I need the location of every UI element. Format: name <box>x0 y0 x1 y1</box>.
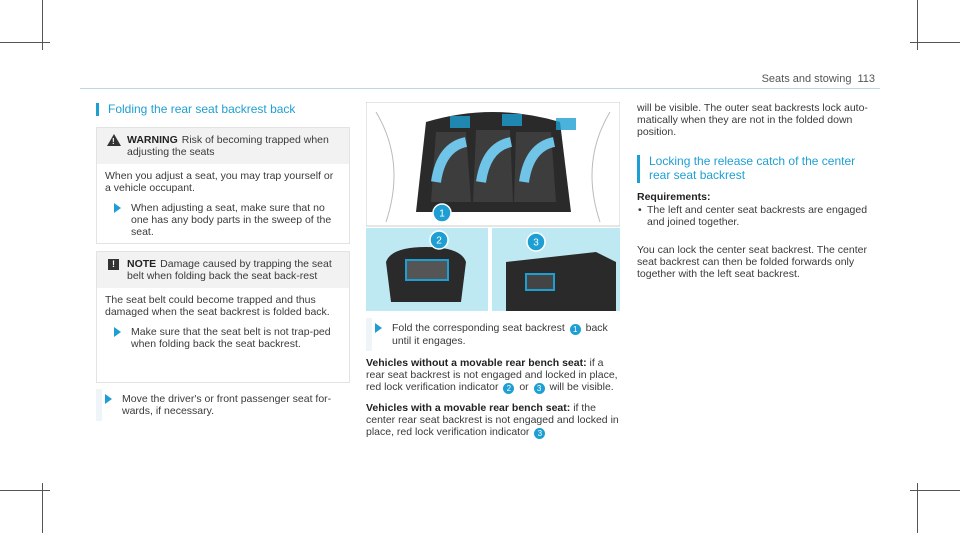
step-text: Fold the corresponding seat backrest <box>392 322 565 334</box>
crop-mark <box>910 42 960 43</box>
instruction-step: Move the driver's or front passenger sea… <box>96 389 346 421</box>
warning-description: When you adjust a seat, you may trap you… <box>105 170 334 194</box>
note-text: Damage caused by trapping the seat belt … <box>127 258 332 282</box>
callout-1 <box>432 203 452 223</box>
paragraph-without-movable: Vehicles without a movable rear bench se… <box>366 357 622 394</box>
callout-1-label: 1 <box>439 209 445 220</box>
page-number: 113 <box>857 73 875 85</box>
requirement-text: The left and center seat backrests are e… <box>647 204 868 228</box>
paragraph-with-movable: Vehicles with a movable rear bench seat:… <box>366 402 622 439</box>
note-description: The seat belt could become trapped and t… <box>105 294 330 318</box>
crop-mark <box>0 42 50 43</box>
callout-2-label: 2 <box>436 236 442 247</box>
note-body: The seat belt could become trapped and t… <box>97 288 349 356</box>
paragraph-text: or <box>519 381 529 393</box>
callout-2 <box>429 230 449 250</box>
crop-mark <box>910 490 960 491</box>
note-label: NOTE <box>127 258 157 270</box>
warning-step-text: When adjusting a seat, make sure that no… <box>131 202 332 238</box>
paragraph-heading: Vehicles without a movable rear bench se… <box>366 357 587 369</box>
callout-3 <box>526 232 546 252</box>
section-bar <box>96 103 99 116</box>
step-bar <box>96 389 102 421</box>
section-bar <box>637 155 640 183</box>
instruction-step: Fold the corresponding seat backrest 1 b… <box>366 318 622 351</box>
crop-mark <box>917 0 918 50</box>
requirement-item: • The left and center seat backrests are… <box>637 204 882 228</box>
section-title: Folding the rear seat backrest back <box>108 102 296 116</box>
arrow-right-icon <box>375 323 382 333</box>
crop-mark <box>42 483 43 533</box>
bullet-icon: • <box>638 204 642 216</box>
note-icon: ! <box>108 259 119 270</box>
right-body: You can lock the center seat backrest. T… <box>637 244 867 280</box>
paragraph-text: if a rear seat backrest is not engaged a… <box>366 357 618 393</box>
callout-ref: 1 <box>569 324 581 335</box>
callout-ref: 3 <box>533 383 545 394</box>
crop-mark <box>0 490 50 491</box>
requirements-label: Requirements: <box>637 191 711 203</box>
warning-label: WARNING <box>127 134 178 146</box>
warning-text: Risk of becoming trapped when adjusting … <box>127 134 329 158</box>
arrow-right-icon <box>114 203 121 213</box>
warning-step: When adjusting a seat, make sure that no… <box>105 202 341 238</box>
right-intro: will be visible. The outer seat backrest… <box>637 102 868 138</box>
callout-3-label: 3 <box>533 238 539 249</box>
left-step: Move the driver's or front passenger sea… <box>96 389 346 421</box>
rear-seat-illustration: 1 2 3 <box>366 102 620 311</box>
middle-text: Fold the corresponding seat backrest 1 b… <box>366 318 622 439</box>
warning-icon <box>107 134 121 148</box>
crop-mark <box>917 483 918 533</box>
note-step: Make sure that the seat belt is not trap… <box>105 326 341 350</box>
paragraph-heading: Vehicles with a movable rear bench seat: <box>366 402 571 414</box>
section-name: Seats and stowing <box>761 73 852 85</box>
callout-ref: 3 <box>534 428 546 439</box>
section-title: Locking the release catch of the center … <box>649 154 856 182</box>
arrow-right-icon <box>114 327 121 337</box>
page-header: Seats and stowing 113 <box>762 73 875 85</box>
header-rule <box>80 88 880 89</box>
step-text: back until it engages. <box>392 322 608 347</box>
callout-ref: 2 <box>503 383 515 394</box>
step-bar <box>366 318 372 351</box>
note-step-text: Make sure that the seat belt is not trap… <box>131 326 331 350</box>
paragraph-text: will be visible. <box>549 381 614 393</box>
warning-body: When you adjust a seat, you may trap you… <box>97 164 349 244</box>
crop-mark <box>42 0 43 50</box>
arrow-right-icon <box>105 394 112 404</box>
step-text: Move the driver's or front passenger sea… <box>122 393 332 417</box>
paragraph-text: if the center rear seat backrest is not … <box>366 402 619 438</box>
